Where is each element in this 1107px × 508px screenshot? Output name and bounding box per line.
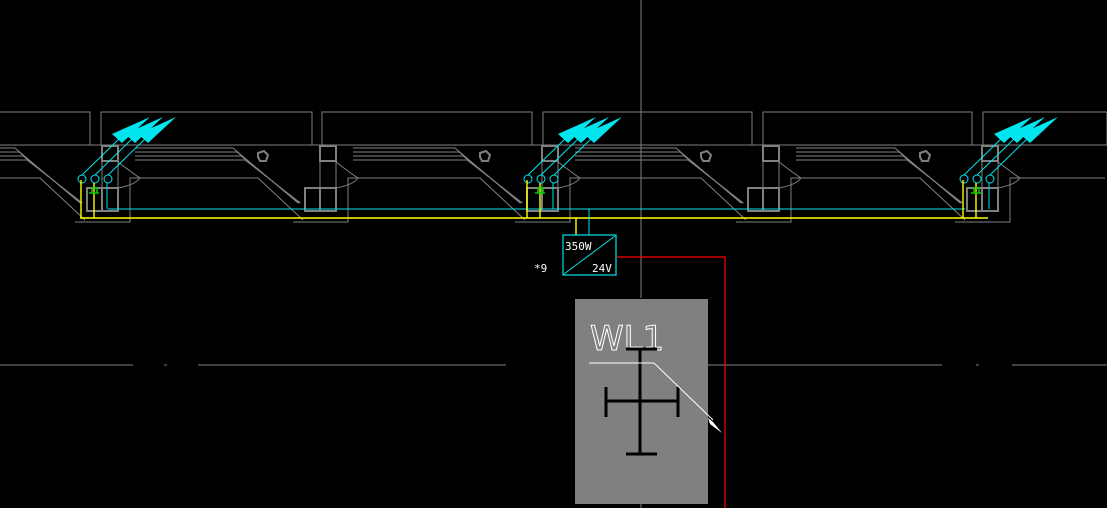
column-base-right xyxy=(981,187,999,212)
column-bracket-arc xyxy=(117,161,141,189)
duct-line xyxy=(0,159,83,204)
fixture-leader xyxy=(976,135,1018,176)
column-base-right xyxy=(762,187,780,212)
ceiling-bay-4 xyxy=(982,111,1107,145)
light-fixture-icon xyxy=(103,174,113,184)
panel-leader-line xyxy=(589,362,714,421)
ceiling-bay-0 xyxy=(100,111,313,145)
fixture-leader xyxy=(107,135,149,176)
driver-quantity-label: *9 xyxy=(534,262,547,275)
driver-voltage-label: 24V xyxy=(592,262,612,275)
green-junction-icon xyxy=(89,187,99,194)
light-direction-arrow-icon xyxy=(125,117,163,143)
light-direction-arrow-icon xyxy=(112,117,150,143)
slab-trim xyxy=(955,177,1105,223)
fixtures xyxy=(77,117,1058,218)
fixture-leader xyxy=(963,135,1005,176)
fixture-group-1 xyxy=(523,117,622,218)
ceiling-outline xyxy=(0,111,91,145)
duct-line xyxy=(796,159,963,204)
ceiling-bay-3 xyxy=(762,111,973,145)
column-bracket-arc xyxy=(335,161,359,189)
fixture-leader xyxy=(553,135,595,176)
column-bracket-arc xyxy=(778,161,802,189)
duct-line xyxy=(575,155,743,204)
green-junction-icon xyxy=(535,187,545,194)
light-fixture-icon xyxy=(90,174,100,184)
column-bracket-arc xyxy=(997,161,1021,189)
light-direction-arrow-icon xyxy=(138,117,176,143)
light-direction-arrow-icon xyxy=(584,117,622,143)
light-direction-arrow-icon xyxy=(1007,117,1045,143)
light-fixture-icon xyxy=(536,174,546,184)
light-fixture-icon xyxy=(985,174,995,184)
column-base-left xyxy=(747,187,764,212)
panel-symbol-icon xyxy=(604,347,680,456)
fixture-group-0 xyxy=(77,117,176,218)
duct-joint xyxy=(919,149,932,162)
ceiling-bay-1 xyxy=(321,111,533,145)
column-base-left xyxy=(304,187,321,212)
fixture-leader xyxy=(527,135,569,176)
light-fixture-icon xyxy=(523,174,533,184)
light-direction-arrow-icon xyxy=(571,117,609,143)
fixture-leader xyxy=(94,135,136,176)
fixture-group-2 xyxy=(959,117,1058,218)
column-cap xyxy=(541,145,559,162)
slab-line xyxy=(140,177,304,221)
duct-line xyxy=(796,155,962,204)
fixture-leader xyxy=(81,135,123,176)
slab-line xyxy=(358,177,526,221)
duct-line xyxy=(353,159,523,204)
ceiling-bay-2 xyxy=(542,111,753,145)
light-direction-arrow-icon xyxy=(1020,117,1058,143)
green-junction-icon xyxy=(971,187,981,194)
column-cap xyxy=(981,145,999,162)
duct-joint xyxy=(257,149,270,162)
column-cap xyxy=(319,145,337,162)
light-direction-arrow-icon xyxy=(558,117,596,143)
duct-line xyxy=(575,159,744,204)
column-base-right xyxy=(541,187,559,212)
column-bracket-arc xyxy=(557,161,581,189)
slab-line xyxy=(0,177,86,221)
slab-line xyxy=(580,177,747,221)
duct-joint xyxy=(479,149,492,162)
duct-line xyxy=(353,155,522,204)
column-cap xyxy=(762,145,780,162)
power-supply-driver[interactable]: 350W 24V *9 xyxy=(534,234,617,276)
panel-label: WL1 xyxy=(590,319,664,359)
light-direction-arrow-icon xyxy=(994,117,1032,143)
driver-diagonal xyxy=(563,235,616,275)
slab-line xyxy=(801,177,966,221)
distribution-panel[interactable]: WL1 xyxy=(575,299,722,504)
light-fixture-icon xyxy=(972,174,982,184)
duct-line xyxy=(0,155,82,204)
column-base-right xyxy=(101,187,119,212)
light-fixture-icon xyxy=(959,174,969,184)
fixture-leader xyxy=(989,135,1031,176)
driver-wattage-label: 350W xyxy=(565,240,592,253)
fixture-leader xyxy=(540,135,582,176)
leader-arrowhead-icon xyxy=(708,418,722,433)
duct-line xyxy=(135,155,300,204)
column-base-right xyxy=(319,187,337,212)
light-fixture-icon xyxy=(549,174,559,184)
red-feeder-line xyxy=(617,256,726,508)
duct-line xyxy=(135,159,301,204)
circuits xyxy=(80,208,988,508)
slab-trim xyxy=(75,177,248,223)
driver-box[interactable] xyxy=(562,234,617,276)
light-fixture-icon xyxy=(77,174,87,184)
duct-joint xyxy=(700,149,713,162)
